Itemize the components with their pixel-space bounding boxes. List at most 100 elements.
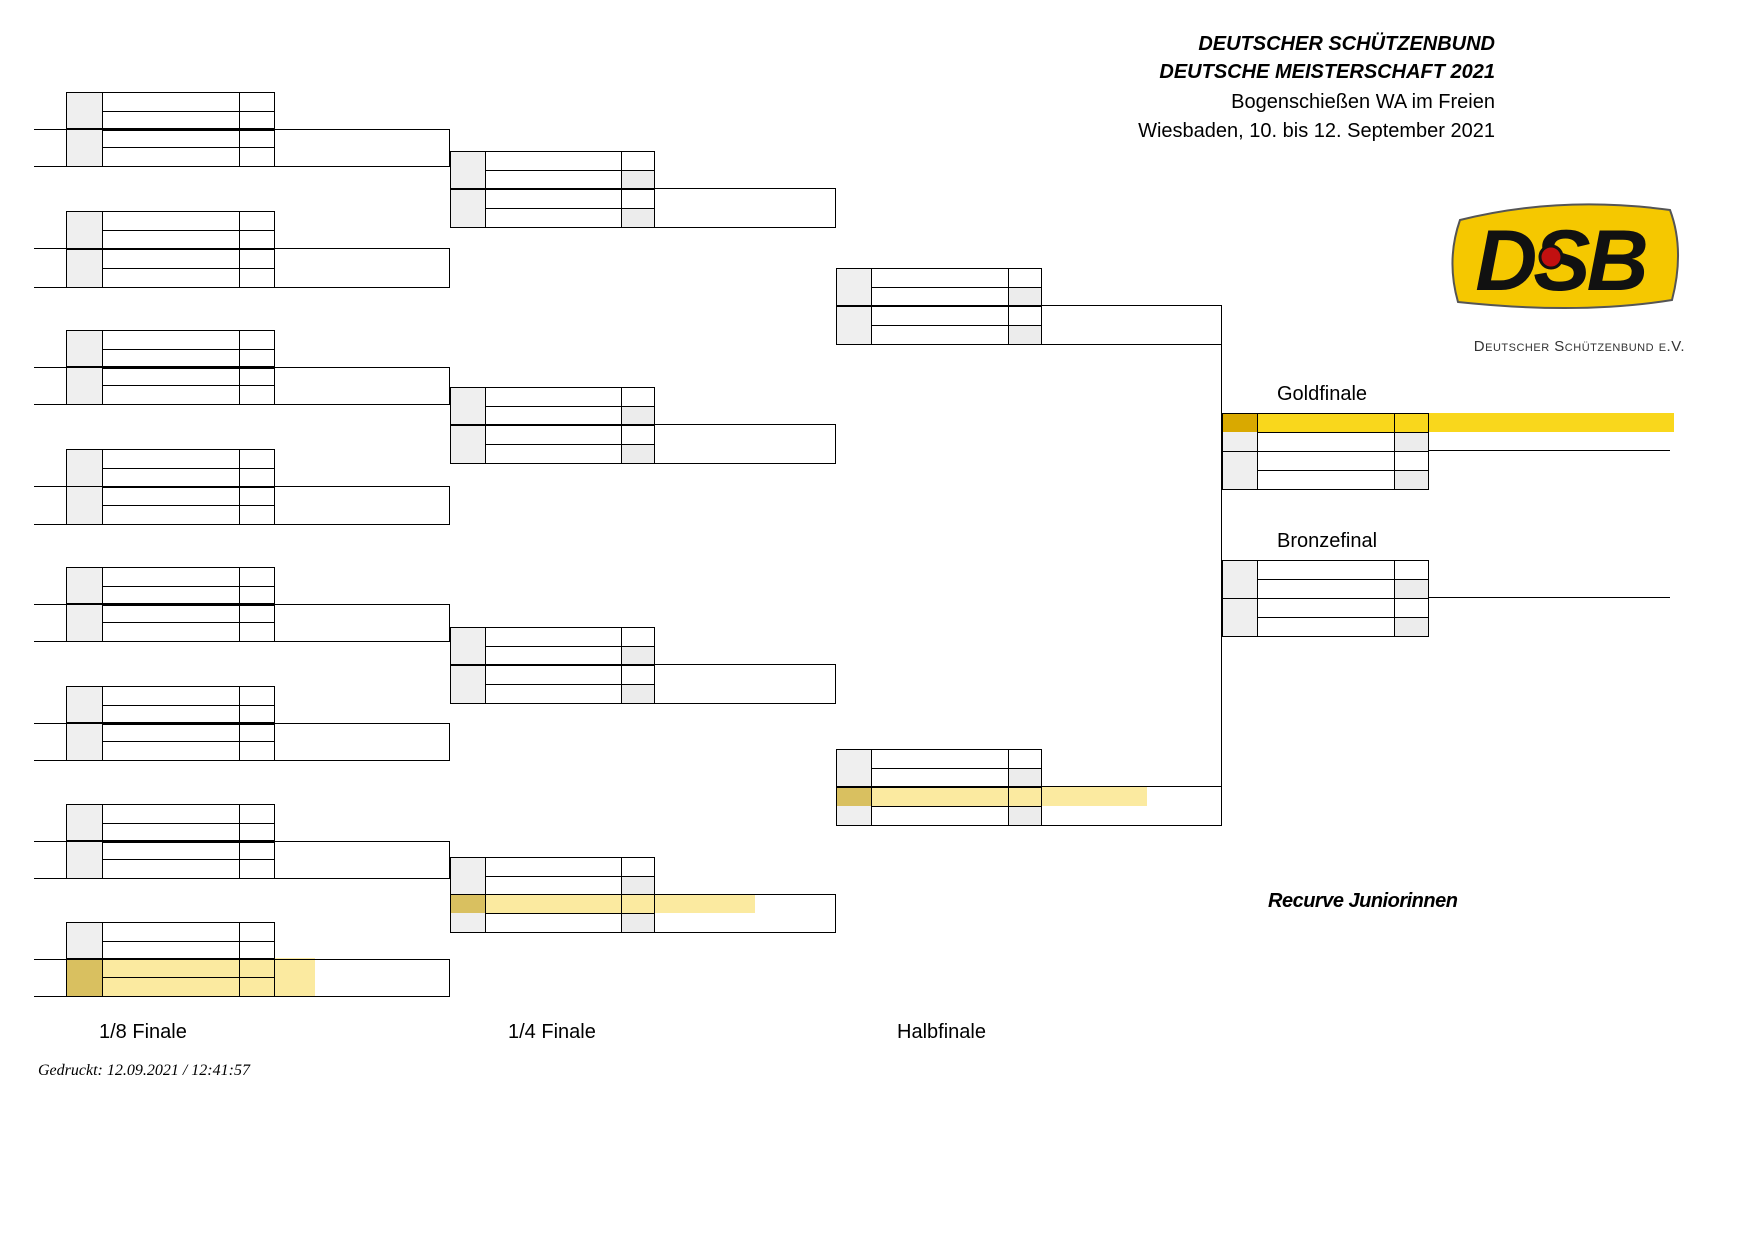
code-cell-bg — [66, 840, 102, 878]
cell-border — [836, 268, 872, 307]
score-cell-empty — [1395, 618, 1428, 636]
cell-border — [239, 622, 275, 642]
cell-border — [621, 151, 655, 171]
logo-caption: Deutscher Schützenbund e.V. — [1473, 338, 1685, 355]
bracket-line — [449, 723, 450, 761]
cell-border — [1257, 413, 1395, 433]
bracket-line — [836, 305, 1222, 306]
score-cell-empty — [622, 209, 654, 227]
bracket-line — [835, 894, 836, 933]
cell-border — [239, 385, 275, 405]
cell-border — [1008, 325, 1042, 345]
bracket-line — [1221, 305, 1222, 826]
bracket-line — [836, 786, 1222, 787]
cell-border — [621, 646, 655, 666]
bracket-line — [34, 404, 450, 405]
bracket-line — [449, 129, 450, 167]
cell-border — [621, 406, 655, 426]
cell-border — [871, 268, 1009, 288]
cell-border — [1257, 451, 1395, 471]
cell-border — [1257, 560, 1395, 580]
cell-border — [450, 151, 486, 190]
score-cell-empty — [1009, 288, 1041, 306]
cell-border — [621, 894, 655, 914]
cell-border — [1008, 306, 1042, 326]
bracket-line — [34, 166, 450, 167]
code-cell-bg — [1222, 451, 1257, 489]
cell-border — [450, 425, 486, 464]
printed-timestamp: Gedruckt: 12.09.2021 / 12:41:57 — [38, 1062, 250, 1079]
cell-border — [239, 722, 275, 742]
cell-border — [621, 913, 655, 933]
cell-border — [621, 444, 655, 464]
location-date: Wiesbaden, 10. bis 12. September 2021 — [1138, 120, 1495, 142]
code-cell-bg — [836, 306, 871, 344]
code-cell-bg — [1222, 432, 1257, 451]
cell-border — [450, 857, 486, 896]
cell-border — [102, 468, 240, 488]
cell-border — [239, 705, 275, 725]
cell-border — [102, 330, 240, 350]
cell-border — [239, 268, 275, 288]
cell-border — [239, 92, 275, 112]
bracket-line — [34, 367, 450, 368]
cell-border — [102, 385, 240, 405]
cell-border — [66, 486, 103, 525]
code-cell-bg — [66, 804, 102, 842]
cell-border — [1222, 560, 1258, 599]
cell-border — [871, 287, 1009, 307]
cell-border — [102, 603, 240, 623]
code-cell-bg — [450, 425, 485, 463]
code-cell-bg — [66, 330, 102, 368]
gold-final-title: Goldfinale — [1277, 383, 1368, 405]
bracket-line — [450, 703, 836, 704]
cell-border — [66, 128, 103, 167]
cell-border — [485, 208, 622, 228]
bracket-line — [835, 188, 836, 228]
bracket-line — [34, 248, 450, 249]
bracket-line — [449, 367, 450, 405]
bracket-line — [34, 641, 450, 642]
cell-border — [450, 627, 486, 666]
cell-border — [66, 211, 103, 250]
cell-border — [621, 387, 655, 407]
cell-border — [836, 787, 872, 826]
cell-border — [102, 804, 240, 824]
cell-border — [239, 586, 275, 606]
cell-border — [66, 722, 103, 761]
cell-border — [485, 857, 622, 877]
cell-border — [621, 876, 655, 896]
code-cell-bg — [450, 665, 485, 703]
cell-border — [871, 768, 1009, 788]
category-label: Recurve Juniorinnen — [1268, 890, 1458, 912]
bronze-final-title: Bronzefinal — [1277, 530, 1378, 552]
cell-border — [102, 486, 240, 506]
bracket-line — [34, 723, 450, 724]
cell-border — [485, 189, 622, 209]
cell-border — [239, 859, 275, 879]
cell-border — [239, 468, 275, 488]
score-cell-empty — [622, 445, 654, 463]
bracket-line — [450, 227, 836, 228]
code-cell-bg — [66, 603, 102, 641]
code-cell-bg — [66, 92, 102, 130]
cell-border — [621, 684, 655, 704]
bracket-line — [34, 129, 450, 130]
cell-border — [1394, 579, 1429, 599]
cell-border — [102, 741, 240, 761]
bracket-line — [450, 664, 836, 665]
cell-border — [621, 857, 655, 877]
score-cell-empty — [622, 877, 654, 895]
cell-border — [239, 840, 275, 860]
cell-border — [485, 665, 622, 685]
cell-border — [1394, 413, 1429, 433]
bracket-line — [34, 959, 450, 960]
highlight-bg — [1222, 413, 1674, 432]
cell-border — [621, 208, 655, 228]
cell-border — [450, 387, 486, 426]
cell-border — [1257, 617, 1395, 637]
cell-border — [1394, 432, 1429, 452]
cell-border — [102, 366, 240, 386]
cell-border — [239, 804, 275, 824]
cell-border — [621, 627, 655, 647]
